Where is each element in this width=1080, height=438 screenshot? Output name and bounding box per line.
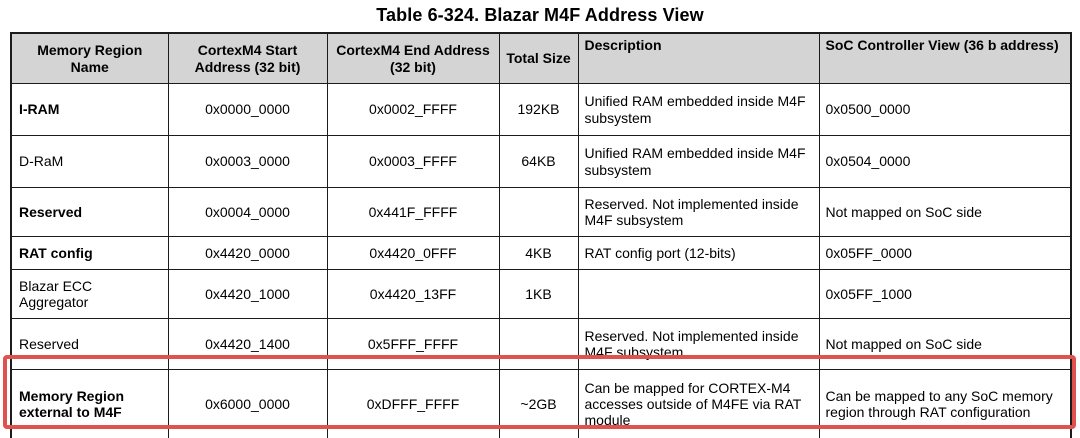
cell-soc-view: Not mapped on SoC side [818,318,1072,370]
cell-total-size: 1KB [498,269,579,319]
cell-memory-region-name: RAT config [10,236,169,270]
cell-total-size [498,187,579,237]
cell-total-size: 4KB [498,236,579,270]
table-row: Memory Region external to M4F 0x6000_000… [10,369,1072,438]
cell-description: Unified RAM embedded inside M4F subsyste… [577,83,820,136]
cell-start-address: 0x4420_1400 [167,318,328,370]
column-header-3: CortexM4 End Address (32 bit) [326,32,500,84]
cell-total-size: 64KB [498,135,579,188]
cell-description [577,269,820,319]
cell-end-address: 0x4420_0FFF [326,236,500,270]
cell-end-address: 0x0003_FFFF [326,135,500,188]
table-row: I-RAM 0x0000_0000 0x0002_FFFF 192KB Unif… [10,83,1072,136]
cell-description: Reserved. Not implemented inside M4F sub… [577,318,820,370]
cell-memory-region-name: Reserved [10,187,169,237]
table-row: D-RaM 0x0003_0000 0x0003_FFFF 64KB Unifi… [10,135,1072,188]
cell-memory-region-name: D-RaM [10,135,169,188]
cell-description: Unified RAM embedded inside M4F subsyste… [577,135,820,188]
cell-soc-view: 0x05FF_0000 [818,236,1072,270]
column-header-1: Memory Region Name [10,32,169,84]
column-header-5: Description [577,32,820,84]
cell-memory-region-name: Blazar ECC Aggregator [10,269,169,319]
cell-soc-view: 0x0500_0000 [818,83,1072,136]
table-row: RAT config 0x4420_0000 0x4420_0FFF 4KB R… [10,236,1072,270]
column-header-2: CortexM4 Start Address (32 bit) [167,32,328,84]
cell-description: RAT config port (12-bits) [577,236,820,270]
cell-description: Reserved. Not implemented inside M4F sub… [577,187,820,237]
cell-total-size [498,318,579,370]
cell-soc-view: Not mapped on SoC side [818,187,1072,237]
cell-memory-region-name: I-RAM [10,83,169,136]
cell-memory-region-name: Reserved [10,318,169,370]
cell-description: Can be mapped for CORTEX-M4 accesses out… [577,369,820,438]
cell-start-address: 0x4420_1000 [167,269,328,319]
table-row: Reserved 0x4420_1400 0x5FFF_FFFF Reserve… [10,318,1072,370]
cell-soc-view: 0x0504_0000 [818,135,1072,188]
cell-end-address: 0x0002_FFFF [326,83,500,136]
cell-end-address: 0xDFFF_FFFF [326,369,500,438]
cell-start-address: 0x0004_0000 [167,187,328,237]
table-body: I-RAM 0x0000_0000 0x0002_FFFF 192KB Unif… [10,83,1072,438]
cell-soc-view: Can be mapped to any SoC memory region t… [818,369,1072,438]
table-row: Blazar ECC Aggregator 0x4420_1000 0x4420… [10,269,1072,319]
cell-end-address: 0x441F_FFFF [326,187,500,237]
cell-start-address: 0x0000_0000 [167,83,328,136]
cell-total-size: ~2GB [498,369,579,438]
column-header-4: Total Size [498,32,579,84]
cell-memory-region-name: Memory Region external to M4F [10,369,169,438]
cell-end-address: 0x4420_13FF [326,269,500,319]
table-title: Table 6-324. Blazar M4F Address View [376,5,704,25]
table-row: Reserved 0x0004_0000 0x441F_FFFF Reserve… [10,187,1072,237]
cell-start-address: 0x0003_0000 [167,135,328,188]
cell-start-address: 0x6000_0000 [167,369,328,438]
cell-soc-view: 0x05FF_1000 [818,269,1072,319]
cell-end-address: 0x5FFF_FFFF [326,318,500,370]
cell-start-address: 0x4420_0000 [167,236,328,270]
column-header-6: SoC Controller View (36 b address) [818,32,1072,84]
cell-total-size: 192KB [498,83,579,136]
